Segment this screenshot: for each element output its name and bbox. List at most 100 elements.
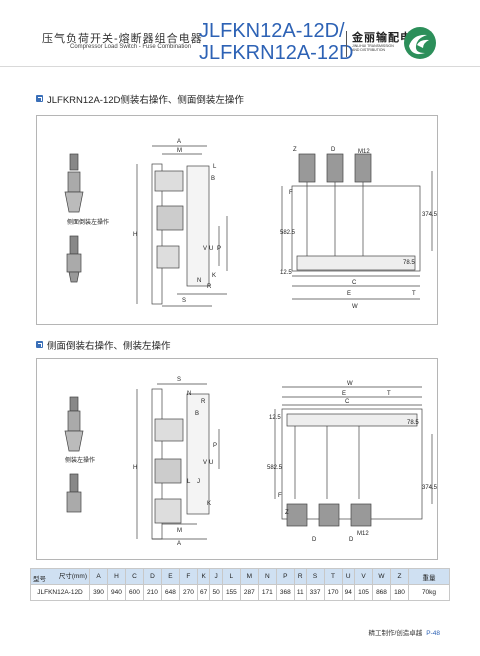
- value-cell: 170: [323, 584, 343, 601]
- value-cell: 868: [372, 584, 391, 601]
- svg-text:78.5: 78.5: [407, 420, 419, 426]
- side-view-sketch: [64, 153, 84, 283]
- value-cell: 105: [354, 584, 373, 601]
- col-header: J: [209, 568, 223, 585]
- value-cell: 180: [389, 584, 410, 601]
- svg-text:M12: M12: [358, 149, 370, 155]
- svg-text:582.5: 582.5: [267, 465, 283, 471]
- model-cell: JLFKN12A-12D: [30, 584, 90, 601]
- col-header: Z: [389, 568, 410, 585]
- svg-text:F: F: [278, 493, 282, 499]
- svg-text:R: R: [201, 399, 206, 405]
- section-bullet-icon: [36, 95, 43, 102]
- col-header: P: [275, 568, 295, 585]
- svg-text:侧装左操作: 侧装左操作: [65, 456, 95, 464]
- svg-text:374.5: 374.5: [422, 485, 437, 491]
- section2-title: 侧面倒装右操作、侧装左操作: [47, 341, 171, 352]
- top-view-2: [274, 386, 433, 527]
- value-cell: 94: [341, 584, 356, 601]
- weight-header: 重量: [408, 568, 450, 585]
- value-cell: 11: [293, 584, 307, 601]
- svg-text:S: S: [177, 377, 181, 383]
- svg-text:D: D: [312, 537, 317, 543]
- col-header: A: [89, 568, 108, 585]
- svg-text:12.5: 12.5: [269, 415, 281, 421]
- page-number: P-48: [426, 630, 440, 637]
- model-title-line2: JLFKRN12A-12D: [199, 42, 354, 64]
- svg-text:D: D: [349, 537, 354, 543]
- technical-drawing-2: 侧装左操作 S N R B P V U L J H K M A W E T C …: [64, 377, 438, 547]
- svg-text:374.5: 374.5: [422, 212, 437, 218]
- svg-text:U: U: [209, 246, 213, 252]
- col-header: R: [293, 568, 307, 585]
- svg-text:78.5: 78.5: [403, 260, 415, 266]
- value-cell: 337: [305, 584, 325, 601]
- header-rule: [0, 66, 480, 67]
- model-title-line1: JLFKN12A-12D/: [199, 20, 345, 42]
- svg-text:M12: M12: [357, 531, 369, 537]
- svg-text:Z: Z: [293, 147, 297, 153]
- col-header: H: [106, 568, 126, 585]
- svg-text:R: R: [207, 284, 212, 290]
- value-cell: 368: [275, 584, 295, 601]
- side-view-sketch-2: [64, 396, 84, 513]
- svg-text:U: U: [209, 460, 213, 466]
- svg-text:N: N: [197, 278, 201, 284]
- technical-drawing-1: 侧面倒装左操作 A M L B H V U P K N R S Z D M12 …: [64, 139, 438, 310]
- svg-text:K: K: [212, 273, 216, 279]
- corner-bottom-label: 型号: [33, 576, 46, 583]
- svg-text:C: C: [352, 280, 357, 286]
- value-cell: 287: [239, 584, 259, 601]
- weight-cell: 70kg: [408, 584, 450, 601]
- swirl-logo-icon: [404, 27, 436, 59]
- svg-text:Z: Z: [285, 510, 289, 516]
- col-header: U: [341, 568, 356, 585]
- svg-text:H: H: [133, 232, 137, 238]
- svg-text:N: N: [187, 391, 191, 397]
- header-en-title: Compressor Load Switch - Fuse Combinatio…: [70, 44, 192, 50]
- value-cell: 210: [142, 584, 162, 601]
- value-cell: 50: [209, 584, 223, 601]
- svg-text:P: P: [217, 246, 221, 252]
- col-header: V: [354, 568, 373, 585]
- table-row: JLFKN12A-12D 390 940 600 210 648 270 67 …: [30, 584, 450, 601]
- svg-text:V: V: [203, 460, 207, 466]
- svg-text:B: B: [195, 411, 199, 417]
- svg-text:V: V: [203, 246, 207, 252]
- header-separator: [346, 31, 347, 57]
- col-header: F: [178, 568, 198, 585]
- corner-top-label: 尺寸(mm): [58, 573, 87, 580]
- svg-text:C: C: [345, 399, 350, 405]
- col-header: L: [221, 568, 241, 585]
- value-cell: 155: [221, 584, 241, 601]
- value-cell: 600: [124, 584, 144, 601]
- svg-text:L: L: [187, 479, 191, 485]
- col-header: D: [142, 568, 162, 585]
- value-cell: 270: [178, 584, 198, 601]
- drawing-panel-2: 侧装左操作 S N R B P V U L J H K M A W E T C …: [36, 358, 438, 560]
- section1-title: JLFKRN12A-12D侧装右操作、侧面倒装左操作: [47, 95, 244, 106]
- svg-text:A: A: [177, 541, 181, 547]
- svg-text:E: E: [342, 391, 346, 397]
- front-view-2: [136, 383, 220, 540]
- header-cn-title: 压气负荷开关-熔断器组合电器: [42, 33, 203, 45]
- svg-text:J: J: [197, 479, 200, 485]
- value-cell: 171: [257, 584, 277, 601]
- svg-text:L: L: [213, 164, 217, 170]
- drawing-panel-1: 侧面倒装左操作 A M L B H V U P K N R S Z D M12 …: [36, 115, 438, 325]
- table-header-row: 尺寸(mm) 型号 A H C D E F K J L M N P R S T …: [30, 568, 450, 585]
- value-cell: 648: [160, 584, 180, 601]
- footer-slogan: 精工制作/创造卓越: [368, 630, 423, 637]
- svg-text:A: A: [177, 139, 181, 145]
- brand-en-name: JINLIHUI TRANSMISSION AND DISTRIBUTION: [352, 44, 394, 52]
- col-header: W: [372, 568, 391, 585]
- svg-text:S: S: [182, 298, 186, 304]
- value-cell: 67: [196, 584, 211, 601]
- col-header: C: [124, 568, 144, 585]
- top-view: [281, 153, 433, 300]
- svg-text:P: P: [213, 443, 217, 449]
- svg-text:E: E: [347, 291, 351, 297]
- front-view: [136, 145, 228, 307]
- col-header: T: [323, 568, 343, 585]
